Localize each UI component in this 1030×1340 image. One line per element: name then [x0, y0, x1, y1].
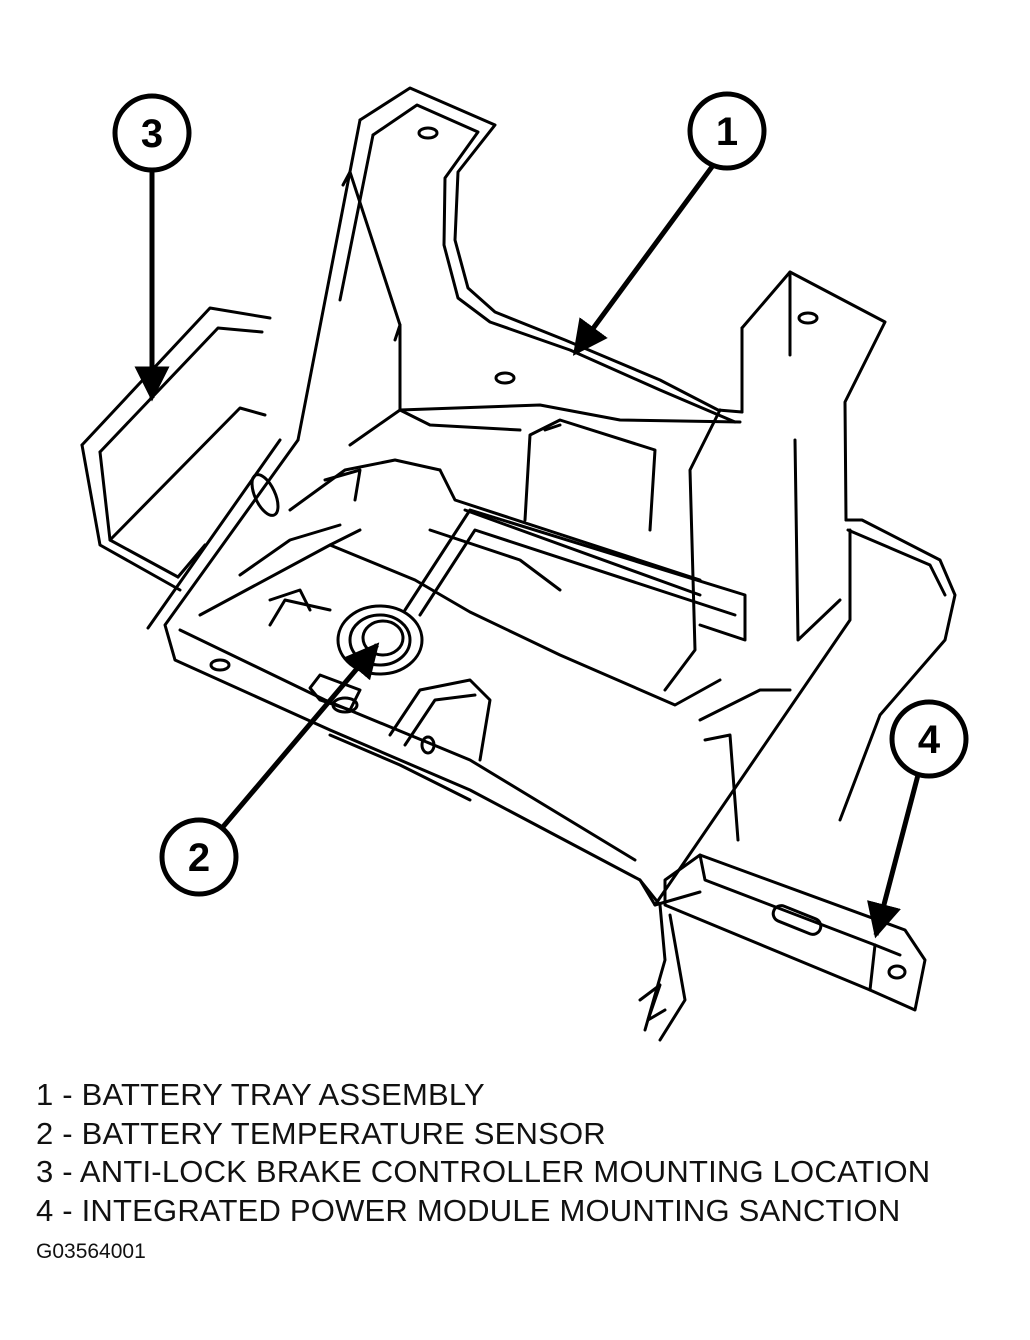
legend: 1 - BATTERY TRAY ASSEMBLY 2 - BATTERY TE…: [36, 1076, 930, 1230]
battery-holddown: [238, 408, 702, 612]
callout-3-number: 3: [141, 112, 163, 156]
battery-tray-diagram: 1 2 3 4: [80, 86, 969, 1042]
abs-controller-shelf: [80, 306, 272, 592]
tray-drawing: [80, 86, 957, 1042]
temperature-sensor-well: [268, 508, 747, 802]
tray-back-wall: [296, 86, 744, 442]
legend-item-4: 4 - INTEGRATED POWER MODULE MOUNTING SAN…: [36, 1192, 901, 1228]
tray-floor: [146, 408, 852, 1042]
callout-4: 4: [867, 699, 969, 939]
callout-3: 3: [112, 93, 192, 402]
callout-2: 2: [159, 642, 380, 897]
legend-item-1: 1 - BATTERY TRAY ASSEMBLY: [36, 1077, 485, 1112]
callout-1-number: 1: [716, 110, 738, 154]
right-mounting-tab: [698, 270, 957, 842]
figure-id: G03564001: [36, 1240, 146, 1263]
callout-4-number: 4: [918, 718, 941, 762]
callout-2-number: 2: [188, 836, 210, 880]
legend-item-3: 3 - ANTI-LOCK BRAKE CONTROLLER MOUNTING …: [36, 1154, 931, 1189]
legend-item-2: 2 - BATTERY TEMPERATURE SENSOR: [36, 1115, 606, 1151]
ipm-mounting-bracket: [638, 853, 927, 1022]
callout-1: 1: [572, 91, 767, 356]
